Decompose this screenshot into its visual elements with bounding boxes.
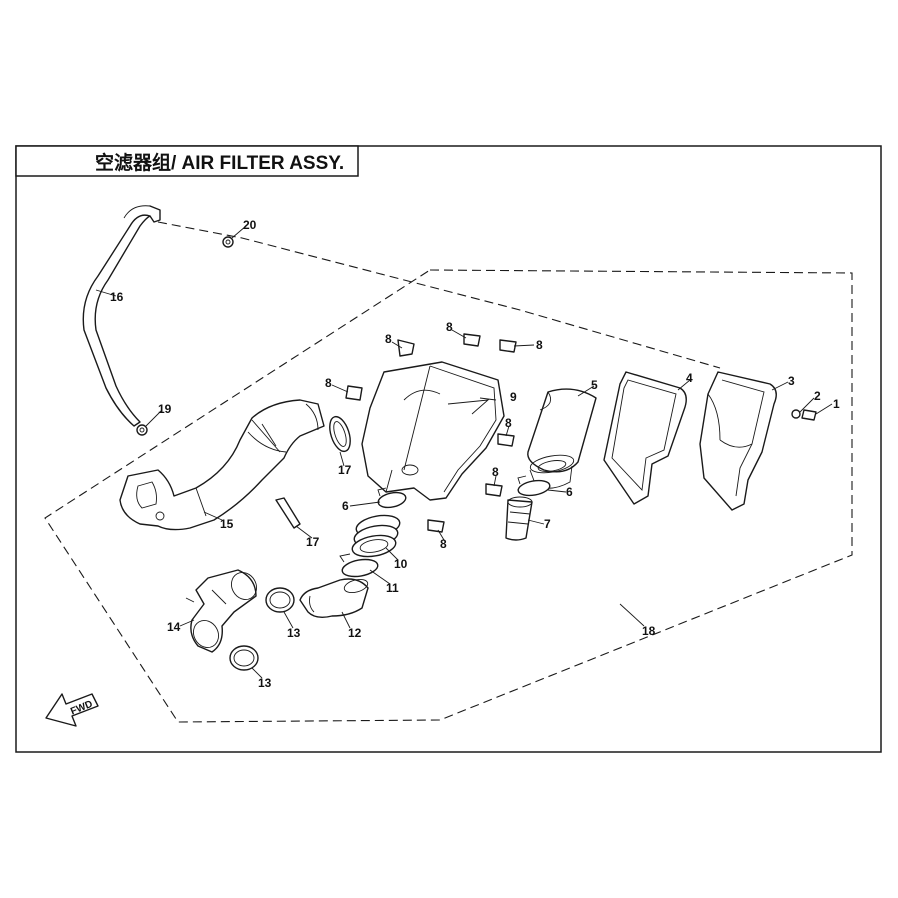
callout-20: 20 bbox=[243, 218, 257, 232]
clip-8-f bbox=[485, 483, 503, 497]
callout-16: 16 bbox=[110, 290, 124, 304]
callout-8-f: 8 bbox=[492, 465, 499, 479]
callout-9: 9 bbox=[510, 390, 517, 404]
callout-3: 3 bbox=[788, 374, 795, 388]
hose-route-dashed bbox=[157, 221, 721, 369]
gasket-4 bbox=[603, 371, 687, 505]
callout-8-g: 8 bbox=[440, 537, 447, 551]
clip-8-d bbox=[345, 385, 363, 401]
elbow-hose-12 bbox=[299, 578, 369, 619]
clamp-6-left bbox=[377, 487, 407, 509]
airbox-cover-3 bbox=[699, 371, 777, 511]
bellows-10 bbox=[351, 514, 401, 558]
callout-10: 10 bbox=[394, 557, 408, 571]
callout-8-b: 8 bbox=[446, 320, 453, 334]
clip-8-a bbox=[397, 339, 415, 357]
callout-6-left: 6 bbox=[342, 499, 349, 513]
filter-element-5 bbox=[527, 388, 597, 489]
callout-12: 12 bbox=[348, 626, 362, 640]
clamp-13-lower bbox=[229, 645, 259, 671]
callout-4: 4 bbox=[686, 371, 693, 385]
callout-6-right: 6 bbox=[566, 485, 573, 499]
callout-1: 1 bbox=[833, 397, 840, 411]
clamp-20 bbox=[222, 236, 234, 248]
outlet-tube-14 bbox=[185, 569, 257, 653]
airbox-lower-9 bbox=[361, 361, 505, 501]
washer-2 bbox=[791, 409, 801, 419]
leader-lines bbox=[95, 225, 833, 679]
fwd-arrow-icon: FWD bbox=[45, 693, 99, 727]
clip-8-e bbox=[497, 433, 515, 447]
clamp-6-right bbox=[517, 475, 551, 497]
clamp-13-upper bbox=[265, 587, 295, 613]
seal-17-lower bbox=[275, 497, 301, 529]
callout-17-upper: 17 bbox=[338, 463, 352, 477]
callout-7: 7 bbox=[544, 517, 551, 531]
clip-8-c bbox=[499, 339, 517, 353]
outer-frame bbox=[15, 145, 882, 753]
callout-8-d: 8 bbox=[325, 376, 332, 390]
breather-tube-16 bbox=[82, 205, 161, 427]
callout-15: 15 bbox=[220, 517, 234, 531]
callout-11: 11 bbox=[386, 581, 399, 595]
intake-duct-15 bbox=[119, 399, 325, 531]
callout-2: 2 bbox=[814, 389, 821, 403]
callout-19: 19 bbox=[158, 402, 172, 416]
outlet-7 bbox=[505, 496, 533, 541]
callout-8-e: 8 bbox=[505, 416, 512, 430]
callout-14: 14 bbox=[167, 620, 181, 634]
title-box bbox=[15, 145, 359, 177]
callout-8-a: 8 bbox=[385, 332, 392, 346]
clip-8-b bbox=[463, 333, 481, 347]
clip-8-g bbox=[427, 519, 445, 533]
callout-13-lower: 13 bbox=[258, 676, 272, 690]
diagram-title: 空滤器组/ AIR FILTER ASSY. bbox=[95, 151, 344, 174]
assembly-boundary-dashed bbox=[44, 269, 853, 723]
callout-17-lower: 17 bbox=[306, 535, 320, 549]
callout-8-c: 8 bbox=[536, 338, 543, 352]
clamp-19 bbox=[136, 424, 148, 436]
bolt-1 bbox=[801, 409, 817, 421]
callout-13-upper: 13 bbox=[287, 626, 301, 640]
callout-18: 18 bbox=[642, 624, 656, 638]
clamp-11 bbox=[339, 553, 379, 578]
seal-17-upper bbox=[329, 415, 351, 453]
callout-labels: 1 2 3 4 5 6 6 7 8 8 8 8 8 8 8 9 10 11 12… bbox=[110, 218, 840, 690]
callout-5: 5 bbox=[591, 378, 598, 392]
